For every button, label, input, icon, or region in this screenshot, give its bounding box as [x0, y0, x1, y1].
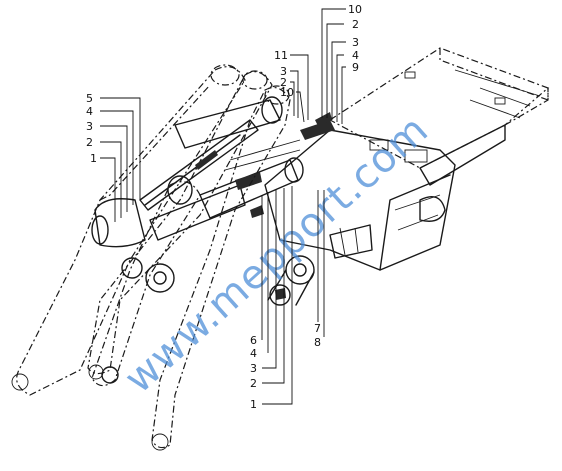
callout-left-5: 5 [86, 92, 93, 105]
leaders-top-right [321, 8, 346, 124]
callout-left-4: 4 [86, 105, 93, 118]
leaders-top-mid [290, 54, 309, 123]
callout-left-3: 3 [86, 120, 93, 133]
lift-arm-left [11, 64, 246, 396]
front-frame [264, 112, 456, 306]
callout-b-1: 1 [250, 398, 257, 411]
leaders-bottom [261, 186, 293, 405]
callout-left-2: 2 [86, 136, 93, 149]
watermark-text: www.mepport.com [116, 106, 438, 402]
tilt-cylinder [139, 119, 259, 211]
callout-tm-2: 2 [280, 76, 287, 89]
callout-tr-2: 2 [352, 18, 359, 31]
callout-tm-11: 11 [274, 49, 288, 62]
callout-br-8: 8 [314, 336, 321, 349]
callout-tm-3: 3 [280, 65, 287, 78]
leaders-left [100, 97, 141, 222]
callout-b-6: 6 [250, 334, 257, 347]
callout-tr-4: 4 [352, 49, 359, 62]
cross-tube [149, 96, 304, 241]
callout-b-2: 2 [250, 377, 257, 390]
callout-tm-10: 10 [280, 86, 294, 99]
callout-b-4: 4 [250, 347, 257, 360]
lift-arm-right [151, 85, 291, 451]
callout-br-7: 7 [314, 322, 321, 335]
callout-left-1: 1 [90, 152, 97, 165]
callout-b-3: 3 [250, 362, 257, 375]
leaders-bottom-right [317, 190, 325, 337]
bellcrank [91, 175, 201, 387]
callout-tr-10: 10 [348, 3, 362, 16]
callout-tr-3: 3 [352, 36, 359, 49]
callout-tr-9: 9 [352, 61, 359, 74]
